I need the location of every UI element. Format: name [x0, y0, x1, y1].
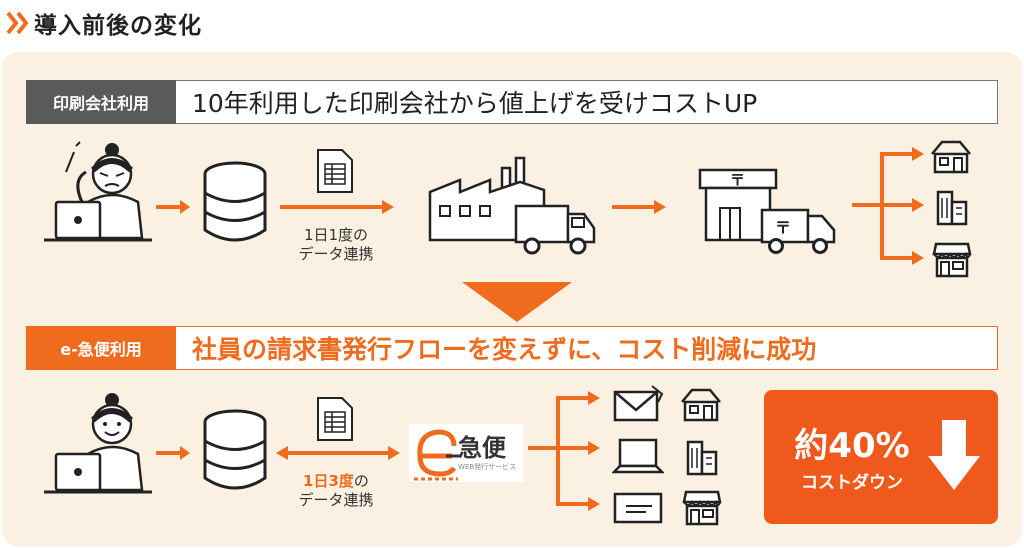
before-headline: 10年利用した印刷会社から値上げを受けコストUP [176, 80, 998, 124]
document-icon [317, 149, 353, 193]
happy-person-icon [44, 393, 152, 494]
arrow-down-icon [928, 420, 980, 490]
database-icon [203, 409, 267, 490]
database-icon [203, 161, 267, 242]
shop-icon [682, 490, 722, 526]
office-building-icon [686, 440, 718, 476]
arrow-right-icon [156, 446, 190, 460]
shop-icon [932, 242, 972, 278]
delivery-truck-icon [514, 204, 596, 255]
page-title: 導入前後の変化 [34, 13, 202, 39]
house-icon [681, 388, 721, 422]
house-icon [931, 140, 971, 174]
arrow-right-icon [156, 200, 190, 214]
before-caption-line1: 1日1度の [303, 226, 369, 244]
letter-icon [613, 492, 663, 524]
after-frequency-caption: 1日3度の データ連携 [286, 472, 386, 510]
after-label: e-急便利用 [26, 326, 176, 370]
after-caption-rest: の [353, 472, 369, 490]
before-caption-line2: データ連携 [298, 245, 374, 263]
before-frequency-caption: 1日1度の データ連携 [286, 226, 386, 264]
arrow-right-long-icon [280, 200, 394, 214]
document-icon [317, 397, 353, 441]
office-building-icon [936, 190, 968, 226]
logo-main-text: 急便 [458, 434, 506, 462]
svg-text:〒: 〒 [775, 218, 791, 237]
laptop-icon [612, 438, 664, 474]
arrow-bidirectional-icon [276, 446, 400, 460]
after-caption-line2: データ連携 [298, 491, 374, 509]
post-office-icon: 〒 [698, 168, 778, 242]
before-label: 印刷会社利用 [26, 80, 176, 124]
e-logo-mark [414, 429, 460, 481]
result-percentage: 約40% [794, 426, 910, 466]
envelope-icon [613, 385, 664, 422]
after-caption-highlight: 1日3度 [303, 472, 354, 490]
down-triangle-icon [462, 282, 572, 322]
after-headline: 社員の請求書発行フローを変えずに、コスト削減に成功 [176, 326, 998, 370]
svg-text:〒: 〒 [730, 171, 745, 189]
postal-truck-icon: 〒 [760, 208, 836, 254]
logo-sub-text: WEB発行サービス [458, 463, 517, 471]
arrow-right-icon [612, 200, 666, 214]
worried-person-icon [44, 141, 152, 242]
result-label: コストダウン [801, 473, 903, 493]
branch-arrows-icon [852, 147, 924, 265]
branch-arrows-icon [528, 391, 600, 511]
chevron-double-right-icon [6, 11, 29, 35]
